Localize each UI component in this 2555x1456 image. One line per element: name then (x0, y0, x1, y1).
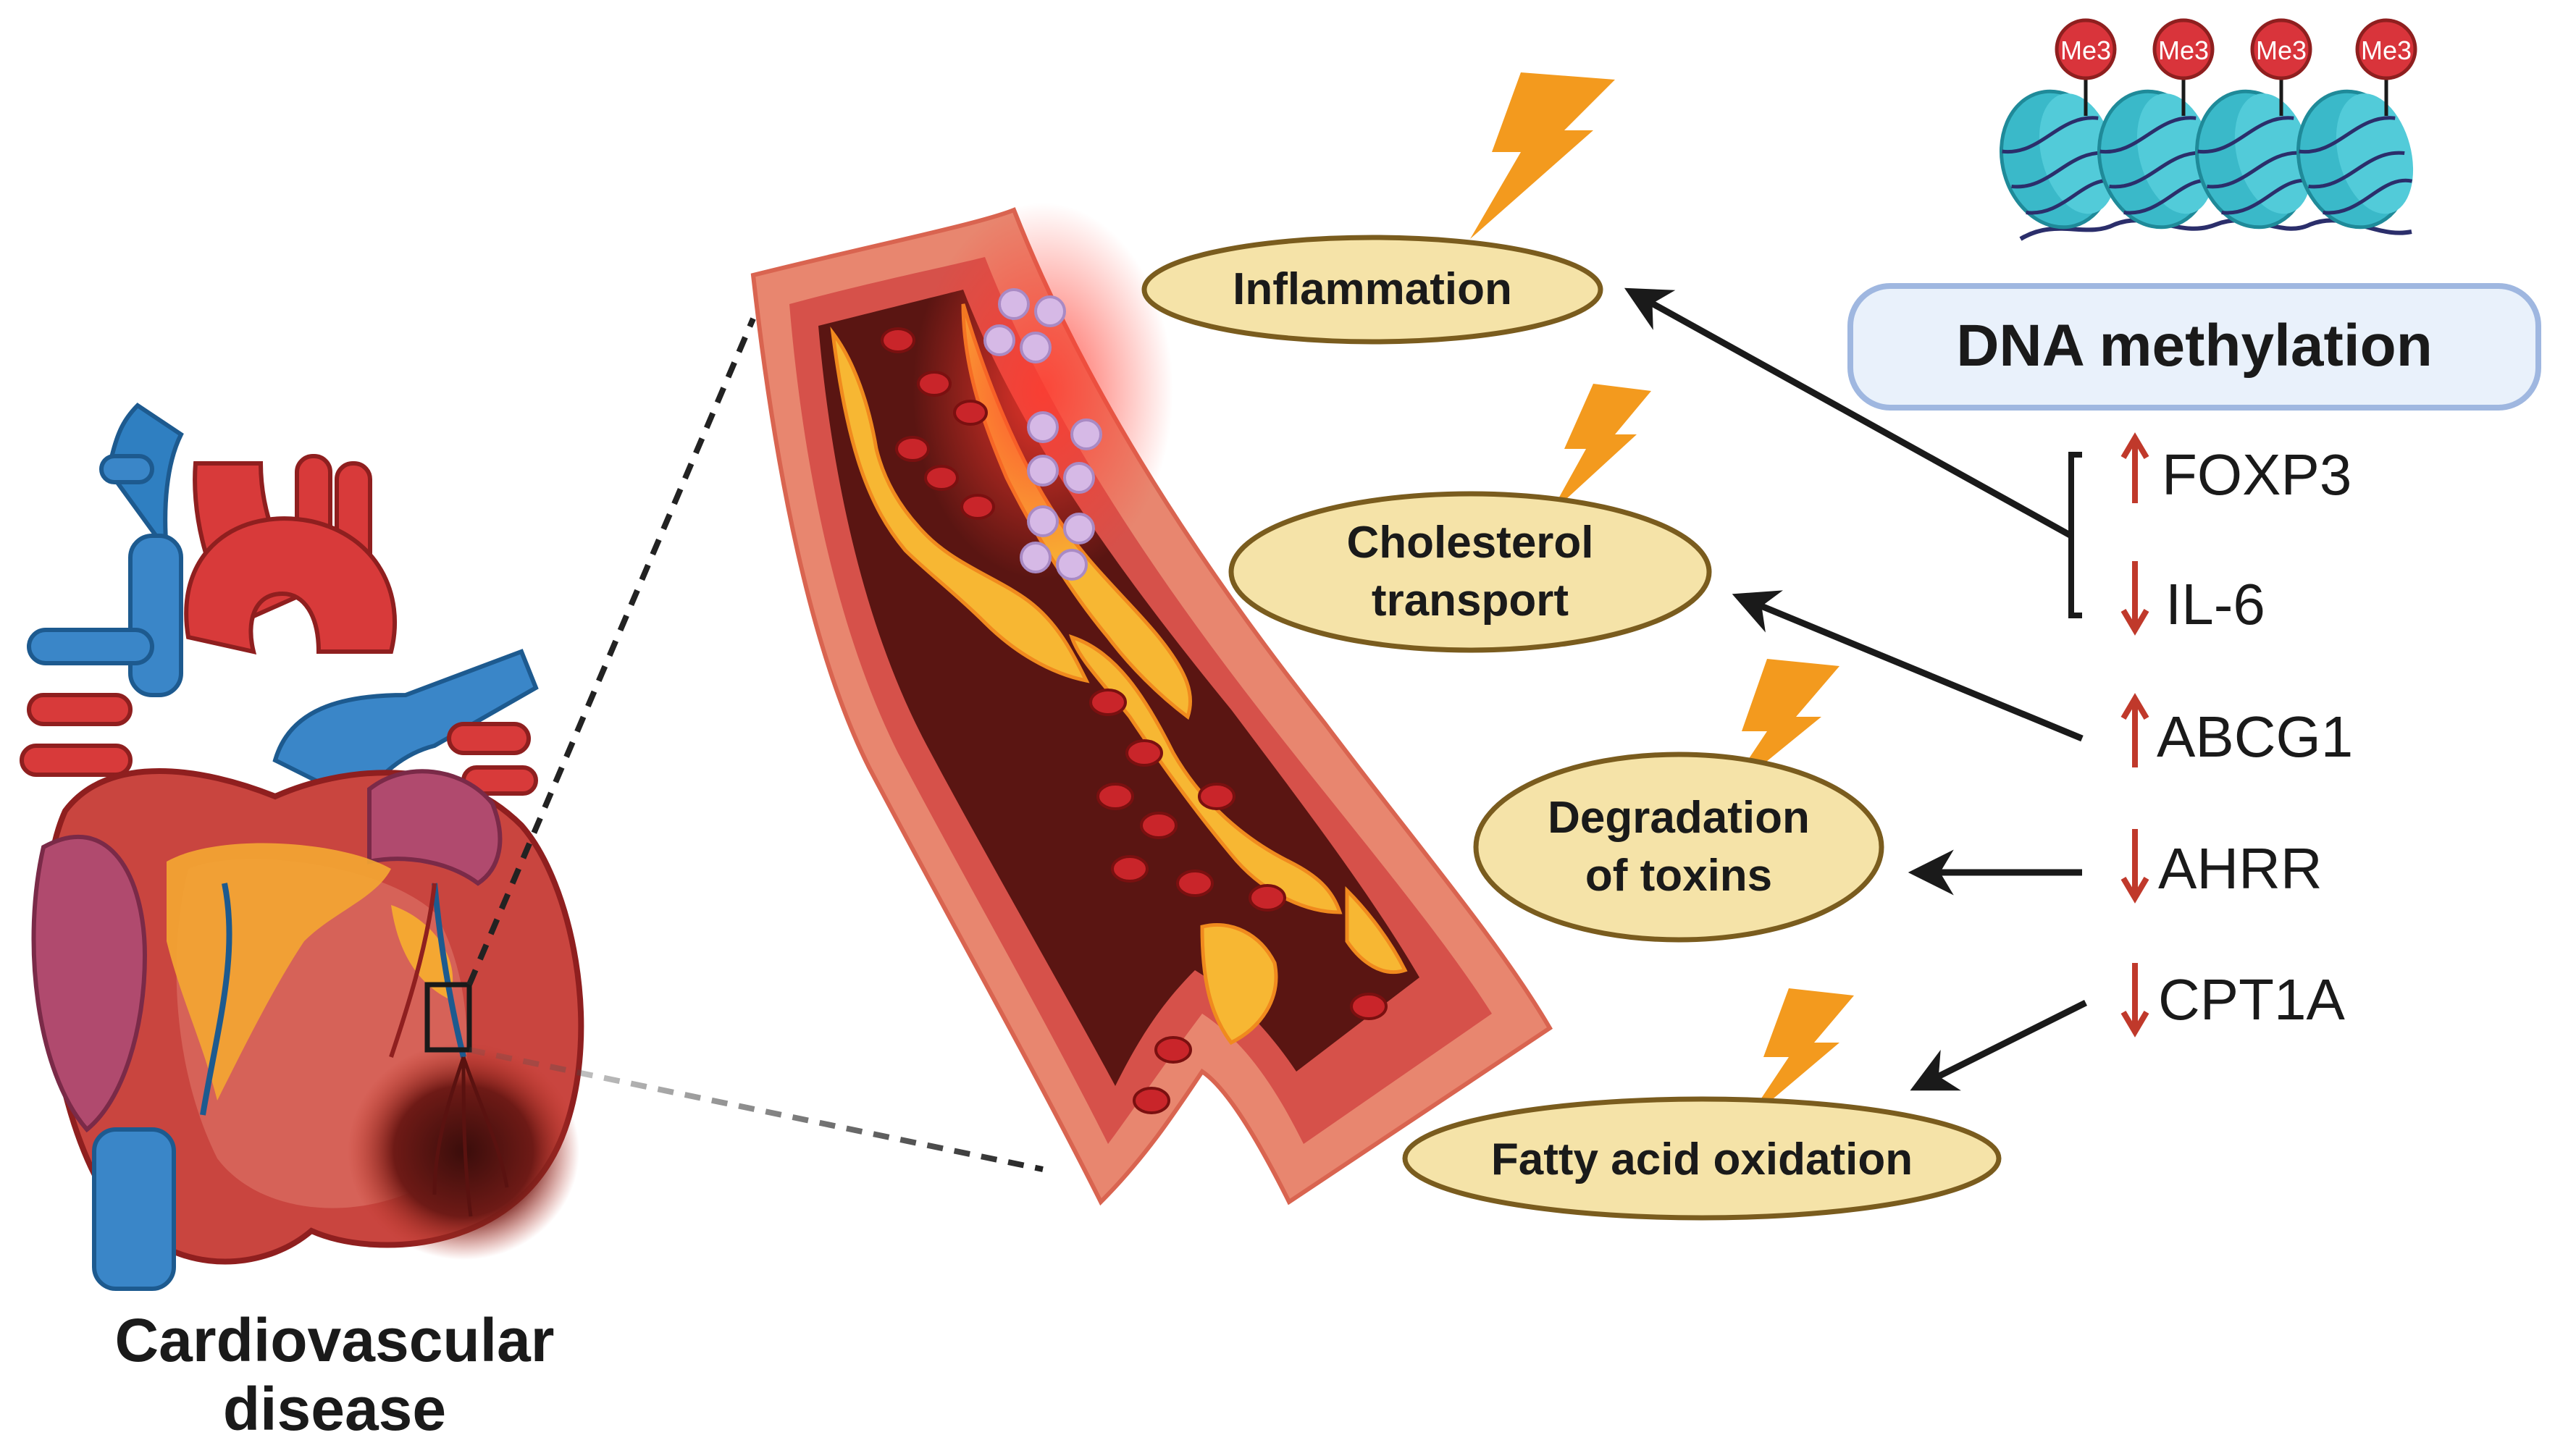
zoom-box (424, 982, 472, 1053)
effect-label: Fatty acid oxidation (1491, 1135, 1913, 1184)
arrow-to-fatty-acid-oxidation (1910, 999, 2088, 1091)
gene-foxp3: FOXP3 (2120, 432, 2351, 507)
me3-label: Me3 (2060, 35, 2111, 65)
nucleosome-chain: Me3 Me3 Me3 Me3 (1999, 18, 2417, 241)
up-arrow-icon (2120, 693, 2149, 767)
arrow-to-cholesterol-transport (1732, 590, 2084, 742)
me3-label: Me3 (2158, 35, 2209, 65)
effect-label: Degradation (1548, 793, 1810, 843)
effect-cholesterol-transport: Cholesterol transport (1228, 491, 1712, 653)
histone (2194, 89, 2312, 230)
histone (2296, 89, 2414, 230)
effect-inflammation: Inflammation (1141, 235, 1603, 345)
gene-bracket (2068, 452, 2082, 618)
effect-degradation-of-toxins: Degradation of toxins (1473, 752, 1884, 943)
gene-label: AHRR (2158, 836, 2323, 901)
caption-line: Cardiovascular (115, 1306, 555, 1374)
caption-line: disease (223, 1375, 446, 1443)
dna-methylation-title: DNA methylation (1956, 313, 2433, 379)
down-arrow-icon (2120, 829, 2149, 904)
artery-illustration (750, 203, 1553, 1206)
lightning-icon (1550, 384, 1651, 514)
gene-label: CPT1A (2158, 967, 2345, 1032)
gene-abcg1: ABCG1 (2120, 693, 2353, 769)
effect-arrows (1624, 287, 2088, 1091)
zoom-lines (466, 317, 1044, 1172)
methyl-mark: Me3 (2250, 18, 2312, 116)
gene-il6: IL-6 (2120, 561, 2265, 636)
down-arrow-icon (2120, 963, 2149, 1038)
methyl-mark: Me3 (2355, 18, 2417, 116)
gene-ahrr: AHRR (2120, 829, 2323, 904)
effect-label: of toxins (1585, 851, 1772, 901)
gene-label: FOXP3 (2162, 442, 2351, 507)
lightning-icons (1470, 72, 1854, 1122)
heart-caption: Cardiovascular disease (115, 1306, 555, 1443)
heart-illustration (20, 403, 584, 1291)
lightning-icon (1745, 988, 1854, 1122)
gene-cpt1a: CPT1A (2120, 963, 2345, 1038)
methyl-mark: Me3 (2055, 18, 2117, 116)
effect-fatty-acid-oxidation: Fatty acid oxidation (1402, 1096, 2002, 1221)
effect-label: Cholesterol (1346, 518, 1593, 568)
me3-label: Me3 (2361, 35, 2412, 65)
gene-list: FOXP3 IL-6 ABCG1 AHRR CPT1A (2068, 432, 2353, 1038)
arrow-to-inflammation (1624, 287, 2073, 539)
effect-label: Inflammation (1233, 264, 1512, 314)
down-arrow-icon (2120, 561, 2149, 636)
effect-label: transport (1372, 576, 1569, 626)
lightning-icon (1470, 72, 1615, 239)
dna-methylation-box: DNA methylation (1847, 283, 2541, 411)
me3-label: Me3 (2256, 35, 2307, 65)
gene-label: IL-6 (2165, 572, 2265, 636)
methyl-mark: Me3 (2152, 18, 2215, 116)
gene-label: ABCG1 (2157, 704, 2353, 769)
up-arrow-icon (2120, 432, 2149, 503)
